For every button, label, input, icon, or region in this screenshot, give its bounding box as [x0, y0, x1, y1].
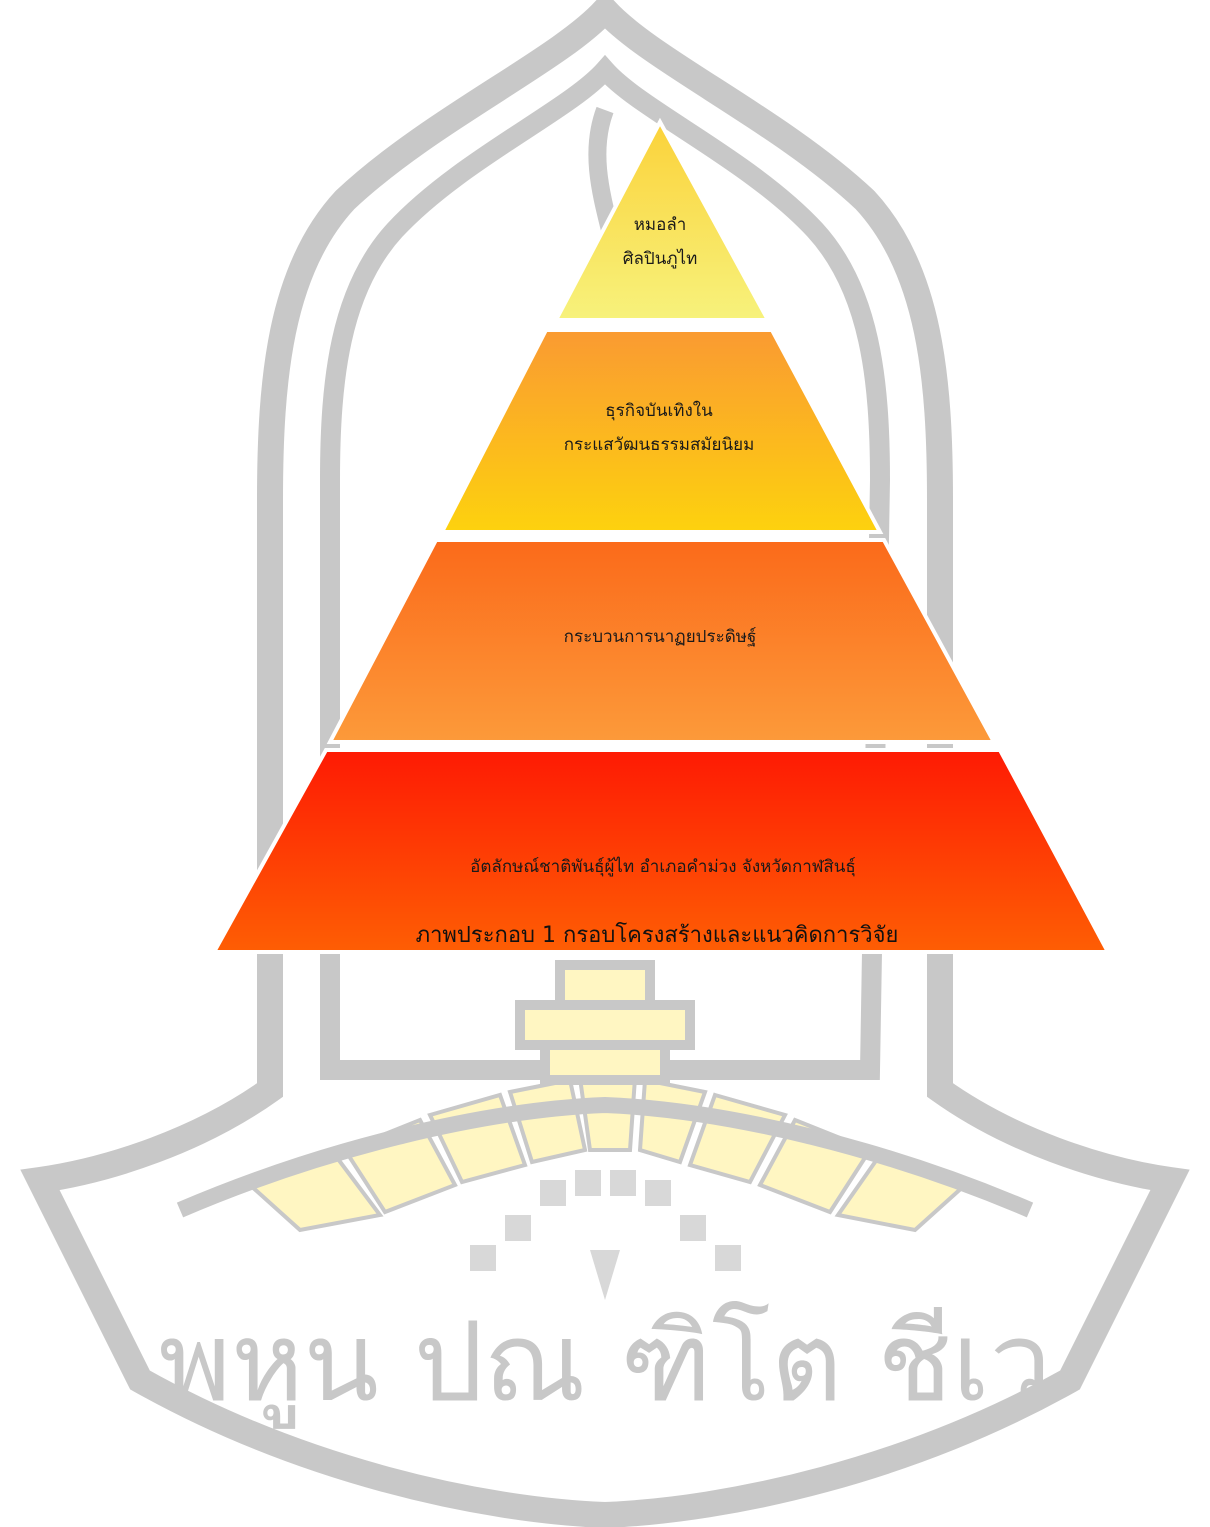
tier-top-line1: หมอลำ [633, 215, 687, 235]
seal-stupa [588, 106, 619, 233]
seal-lower-band [176, 1096, 1034, 1218]
figure-caption: ภาพประกอบ 1 กรอบโครงสร้างและแนวคิดการวิจ… [415, 923, 899, 948]
tier-lower-middle-line1: กระบวนการนาฏยประดิษฐ์ [563, 627, 757, 647]
seal-outer-outline [20, 0, 1190, 1527]
pyramid-tier-base [210, 748, 1112, 954]
pyramid-tier-lower-middle [326, 538, 998, 744]
tier-lower-middle-label: กระบวนการนาฏยประดิษฐ์ [564, 620, 757, 654]
tier-upper-middle-line1: ธุรกิจบันเทิงใน [605, 401, 713, 421]
tier-top-label: หมอลำ ศิลปินภูไท [623, 208, 698, 276]
tier-upper-middle-line2: กระแสวัฒนธรรมสมัยนิยม [563, 435, 755, 455]
seal-rays [246, 1076, 969, 1233]
pyramid-tier-upper-middle [438, 328, 884, 534]
seal-pattern [470, 1170, 741, 1300]
tier-base-line1: อัตลักษณ์ชาติพันธุ์ผู้ไท อำเภอคำม่วง จัง… [470, 857, 856, 877]
seal-pedestal [515, 960, 695, 1085]
tier-base-label: อัตลักษณ์ชาติพันธุ์ผู้ไท อำเภอคำม่วง จัง… [470, 850, 856, 884]
tier-upper-middle-label: ธุรกิจบันเทิงใน กระแสวัฒนธรรมสมัยนิยม [564, 394, 755, 462]
pyramid-tier-top [552, 117, 772, 322]
tier-top-line2: ศิลปินภูไท [622, 249, 698, 269]
seal-inscription: พหูน ปณ ฑิโต ชีเว [159, 1298, 1052, 1429]
